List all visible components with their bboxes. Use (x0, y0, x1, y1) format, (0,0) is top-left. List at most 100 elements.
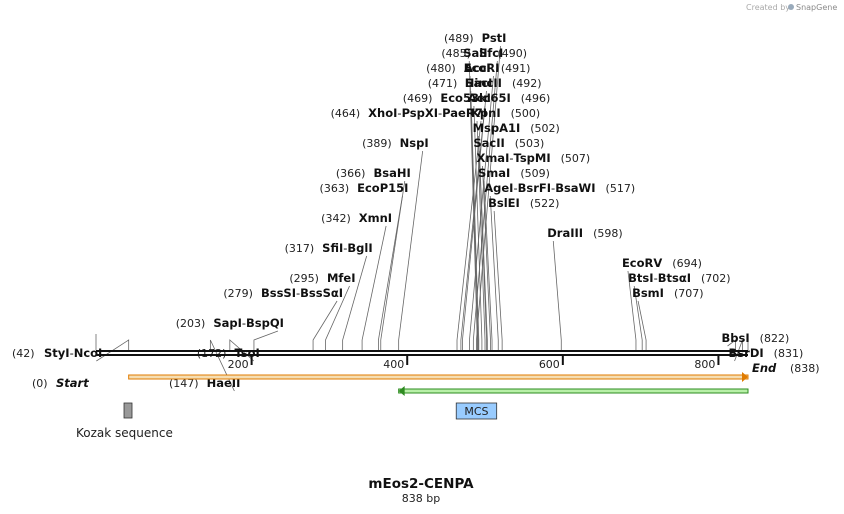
enzyme-name-xmai[interactable]: XmaI (476, 151, 509, 165)
enzyme-name-bsmi[interactable]: BsmI (632, 286, 664, 300)
enzyme-name-psti[interactable]: PstI (482, 31, 507, 45)
enzyme-name-mfei[interactable]: MfeI (327, 271, 356, 285)
enzyme-site-sfci[interactable]: (485)SfcI (441, 46, 503, 60)
enzyme-site-smai[interactable]: (509)SmaI (478, 166, 550, 180)
enzyme-name-sapi[interactable]: SapI (213, 316, 242, 330)
enzyme-site-mspa1i[interactable]: (502)MspA1I (473, 121, 560, 135)
enzyme-name-styi[interactable]: StyI (44, 346, 70, 360)
enzyme-name-pspxi[interactable]: PspXI (402, 106, 438, 120)
enzyme-site-acci[interactable]: (491)AccI (464, 61, 530, 75)
enzyme-site-bbsi[interactable]: (822) BbsI (722, 331, 790, 345)
enzyme-name-bsss-i[interactable]: BssSαI (300, 286, 343, 300)
cut-line-acc65i (473, 105, 483, 350)
enzyme-site-eco53ki[interactable]: (469)Eco53kI (403, 91, 491, 105)
enzyme-site-sfii[interactable]: (317)SfiI - BglI (285, 241, 373, 255)
enzyme-name-end[interactable]: End (752, 361, 777, 375)
enzyme-site-nspi[interactable]: (389)NspI (362, 136, 429, 150)
enzyme-name-sfci[interactable]: SfcI (479, 46, 503, 60)
cut-line-bsssi (312, 300, 338, 350)
enzyme-name-saci[interactable]: SacI (465, 76, 492, 90)
enzyme-name-bbsi[interactable]: BbsI (722, 331, 750, 345)
enzyme-name-draiii[interactable]: DraIII (547, 226, 583, 240)
site-position-label: (0) (32, 377, 48, 390)
cut-line-saci (462, 90, 487, 350)
enzyme-name-bts-i[interactable]: BtsαI (658, 271, 691, 285)
enzyme-separator: - (296, 286, 300, 300)
feature-arrow-reverse[interactable] (398, 386, 749, 396)
cut-line-bslei (493, 210, 503, 350)
enzyme-site-acc65i[interactable]: (496)Acc65I (468, 91, 550, 105)
enzyme-site-bsahi[interactable]: (366)BsaHI (336, 166, 411, 180)
feature-arrow-forward[interactable] (128, 372, 749, 382)
enzyme-site-styi[interactable]: (42)StyI - NcoI (12, 346, 102, 360)
enzyme-name-paer7i[interactable]: PaeR7I (442, 106, 487, 120)
enzyme-site-ecop15i[interactable]: (363) EcoP15I (320, 181, 409, 195)
feature-box-kozak-sequence[interactable]: Kozak sequence (76, 402, 173, 440)
enzyme-name-sacii[interactable]: SacII (473, 136, 504, 150)
enzyme-site-start[interactable]: (0) Start (32, 376, 89, 390)
enzyme-name-bsrdi[interactable]: BsrDI (729, 346, 764, 360)
enzyme-name-smai[interactable]: SmaI (478, 166, 510, 180)
enzyme-name-xmni[interactable]: XmnI (359, 211, 392, 225)
enzyme-name-mspa1i[interactable]: MspA1I (473, 121, 521, 135)
site-position-label: (363) (320, 182, 350, 195)
enzyme-name-hincii[interactable]: HincII (465, 76, 502, 90)
enzyme-name-tspmi[interactable]: TspMI (514, 151, 551, 165)
enzyme-site-psti[interactable]: (489) PstI (444, 31, 506, 45)
enzyme-site-sapi[interactable]: (203)SapI - BspQI (176, 316, 284, 330)
enzyme-name-bsahi[interactable]: BsaHI (373, 166, 410, 180)
enzyme-site-bslei[interactable]: (522)BslEI (488, 196, 559, 210)
site-position-label: (489) (444, 32, 474, 45)
enzyme-separator: - (242, 316, 246, 330)
enzyme-name-tsoi[interactable]: TsoI (234, 346, 259, 360)
enzyme-name-acc65i[interactable]: Acc65I (468, 91, 511, 105)
site-position-label: (480) (426, 62, 456, 75)
enzyme-site-hincii[interactable]: (492)HincII (465, 76, 542, 90)
enzyme-site-end[interactable]: (838)End (752, 361, 820, 375)
site-position-label: (822) (760, 332, 790, 345)
enzyme-name-ecori[interactable]: EcoRI (464, 61, 500, 75)
enzyme-name-bsawi[interactable]: BsaWI (555, 181, 595, 195)
enzyme-name-bgli[interactable]: BglI (347, 241, 372, 255)
enzyme-name-ncoi[interactable]: NcoI (74, 346, 103, 360)
enzyme-site-xmai[interactable]: (507)XmaI - TspMI (476, 151, 590, 165)
feature-box-mcs[interactable]: MCS (455, 402, 498, 420)
enzyme-site-sacii[interactable]: (503)SacII (473, 136, 544, 150)
enzyme-name-sfii[interactable]: SfiI (322, 241, 343, 255)
enzyme-site-kpni[interactable]: (500)KpnI (471, 106, 540, 120)
enzyme-name-bspqi[interactable]: BspQI (246, 316, 284, 330)
enzyme-site-ecori[interactable]: (480) EcoRI (426, 61, 499, 75)
site-position-label: (517) (606, 182, 636, 195)
enzyme-site-bsssi[interactable]: (279)BssSI - BssSαI (223, 286, 343, 300)
enzyme-site-bsrdi[interactable]: (831)BsrDI (729, 346, 804, 360)
enzyme-name-sali[interactable]: SalI (463, 46, 487, 60)
enzyme-site-agei[interactable]: (517)AgeI - BsrFI - BsaWI (484, 181, 635, 195)
enzyme-name-ecop15i[interactable]: EcoP15I (357, 181, 408, 195)
enzyme-name-nspi[interactable]: NspI (400, 136, 429, 150)
cut-line-sapi (253, 330, 279, 350)
enzyme-name-bsrfi[interactable]: BsrFI (518, 181, 551, 195)
enzyme-name-ecorv[interactable]: EcoRV (622, 256, 662, 270)
enzyme-site-draiii[interactable]: (598)DraIII (547, 226, 622, 240)
kozak-label: Kozak sequence (76, 426, 173, 440)
enzyme-name-acci[interactable]: AccI (464, 61, 491, 75)
site-position-label: (707) (674, 287, 704, 300)
enzyme-site-saci[interactable]: (471)SacI (428, 76, 493, 90)
enzyme-name-start[interactable]: Start (56, 376, 89, 390)
enzyme-name-btsi[interactable]: BtsI (628, 271, 653, 285)
enzyme-site-btsi[interactable]: (702)BtsI - BtsαI (628, 271, 730, 285)
enzyme-site-sali[interactable]: (490)SalI (463, 46, 527, 60)
enzyme-name-bslei[interactable]: BslEI (488, 196, 520, 210)
enzyme-name-bsssi[interactable]: BssSI (261, 286, 296, 300)
enzyme-name-kpni[interactable]: KpnI (471, 106, 501, 120)
enzyme-site-xhoi[interactable]: (464)XhoI - PspXI - PaeR7I (331, 106, 487, 120)
enzyme-name-xhoi[interactable]: XhoI (368, 106, 397, 120)
enzyme-site-xmni[interactable]: (342)XmnI (321, 211, 392, 225)
enzyme-site-ecorv[interactable]: (694)EcoRV (622, 256, 702, 270)
enzyme-separator: - (654, 271, 658, 285)
enzyme-name-agei[interactable]: AgeI (484, 181, 513, 195)
enzyme-name-eco53ki[interactable]: Eco53kI (440, 91, 491, 105)
enzyme-site-bsmi[interactable]: (707) BsmI (632, 286, 703, 300)
enzyme-site-mfei[interactable]: (295)MfeI (289, 271, 355, 285)
